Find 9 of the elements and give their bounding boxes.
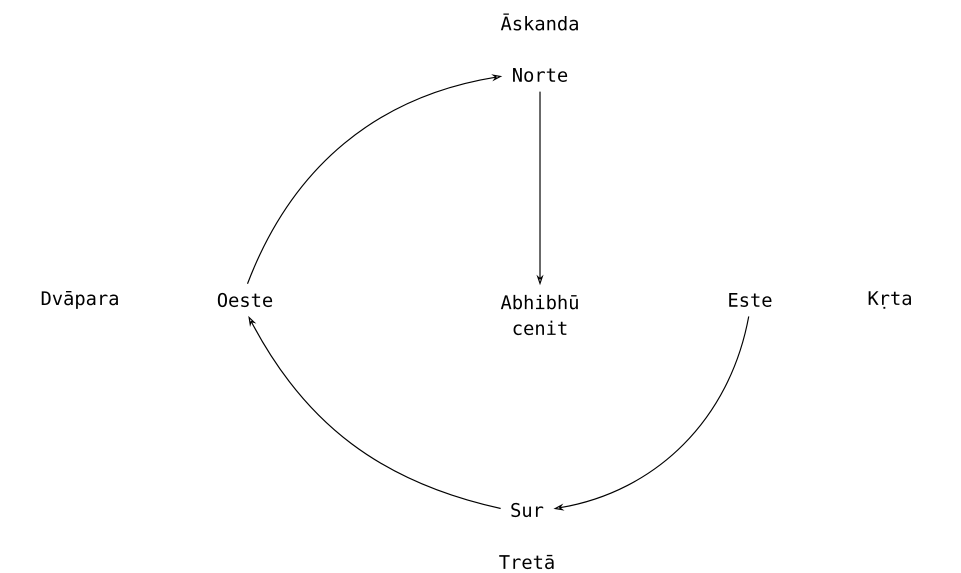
direction-label: Abhibhū cenit bbox=[500, 294, 578, 336]
yuga-label: Āskanda bbox=[500, 13, 578, 31]
direction-label: Este bbox=[729, 293, 772, 307]
yuga-label: Dvāpara bbox=[42, 291, 118, 309]
yuga-label: Kṛta bbox=[868, 291, 911, 309]
direction-label: Sur bbox=[511, 502, 544, 518]
direction-label: Oeste bbox=[218, 292, 272, 308]
yuga-label: Tretā bbox=[499, 554, 554, 570]
direction-label: Norte bbox=[513, 68, 568, 82]
